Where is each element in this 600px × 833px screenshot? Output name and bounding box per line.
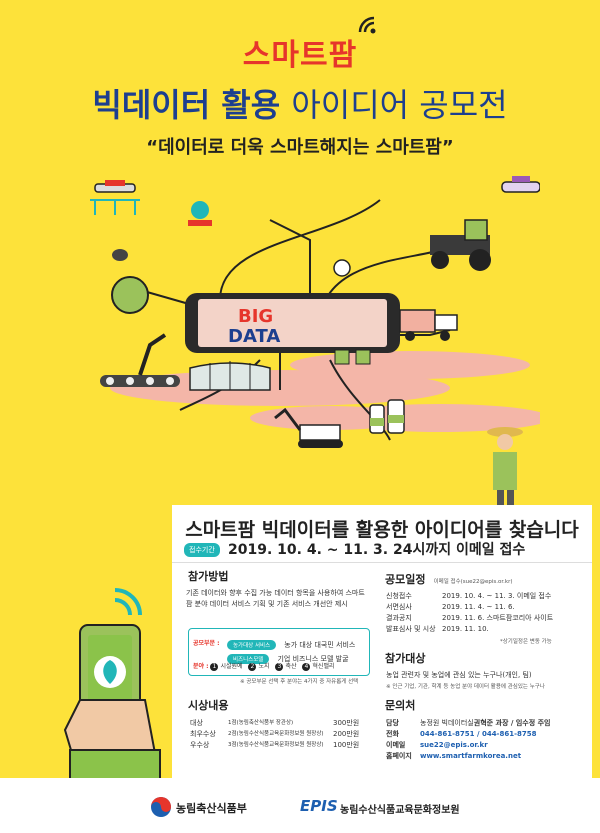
contact-row-1: 담당 농정원 빅데이터실 권혁준 과장 / 임수정 주임 [386,718,591,729]
category-box: 공모부문 : 농가대상 서비스 농가 대상 대국민 서비스 비즈니스모델 기업 … [188,628,370,676]
schedule-row-4: 발표심사 및 시상 2019. 11. 10. [386,624,586,635]
robot-arm-icon [100,333,180,387]
award-detail-3: 3점(농림수산식품교육문화정보원 원장상) [228,742,324,748]
award-row-1: 대상 1점(농림축산식품부 장관상) 300만원 [190,718,370,729]
contact-value-3[interactable]: sue22@epis.or.kr [420,741,488,749]
field-num-1: 1 [210,663,219,671]
drone-left [90,180,140,215]
contact-label-3: 이메일 [386,741,406,749]
award-amount-1: 300만원 [333,719,360,727]
awards-table: 대상 1점(농림축산식품부 장관상) 300만원 최우수상 2점(농림수산식품교… [190,718,370,751]
awards-title: 시상내용 [188,699,229,712]
part-badge-2: 비즈니스모델 [227,654,270,664]
field-text-4: 혁신밸리 [312,663,335,670]
part-text-1: 농가 대상 대국민 서비스 [284,641,356,649]
greenhouse-icon [189,361,271,391]
schedule-label-3: 결과공지 [386,614,412,622]
field-num-2: 2 [248,663,257,671]
excavator-icon [274,407,343,448]
footer-epis-logo: EPIS [300,797,338,815]
schedule-value-2: 2019. 11. 4. ~ 11. 6. [442,603,515,611]
farmer-icon [487,427,523,505]
schedule-label-2: 서면심사 [386,603,412,611]
award-row-2: 최우수상 2점(농림수산식품교육문화정보원 원장상) 200만원 [190,729,370,740]
contact-value-1: 권혁준 과장 / 임수정 주임 [473,719,551,727]
schedule-header: 공모일정 이메일 접수(sue22@epis.or.kr) [385,568,585,587]
field-num-3: 3 [275,663,284,671]
method-title: 참가방법 [188,570,229,583]
award-amount-2: 200만원 [333,730,360,738]
contact-label-2: 전화 [386,730,399,738]
footer-org1: 농림축산식품부 [176,802,247,815]
contact-row-4: 홈페이지 www.smartfarmkorea.net [386,751,591,762]
contact-table: 담당 농정원 빅데이터실 권혁준 과장 / 임수정 주임 전화 044-861-87… [386,718,591,762]
field-text-1: 시설원예 [220,663,243,670]
taegeuk-logo-icon [151,797,171,817]
contact-label-1: 담당 [386,719,399,727]
schedule-note: *상기일정은 변동 가능 [500,639,552,645]
field-num-4: 4 [302,663,311,671]
method-desc: 기존 데이터와 향후 수집 가능 데이터 항목을 사용하여 스마트팜 분야 데이… [186,589,365,608]
part-row-2: 비즈니스모델 기업 비즈니스 모델 발굴 [227,646,349,665]
part-badge-1: 농가대상 서비스 [227,640,277,650]
schedule-title: 공모일정 [385,573,426,586]
page-title: 빅데이터 활용 아이디어 공모전 [0,80,600,126]
period-tag: 접수기간 [184,543,220,557]
milk-bottles-icon [369,399,405,434]
eligibility-note: ※ 인근 기업, 기관, 학계 등 농업 분야 데이터 활용에 관심있는 누구나 [386,684,545,690]
drone-right [501,176,540,193]
contact-prefix-1: 농정원 빅데이터실 [420,719,474,727]
contact-title: 문의처 [385,699,416,712]
tractor-icon [430,219,491,271]
part-text-2: 기업 비즈니스 모델 발굴 [277,655,349,663]
part-label: 공모부문 : [193,640,220,647]
schedule-row-1: 신청접수 2019. 10. 4. ~ 11. 3. 이메일 접수 [386,591,586,602]
schedule-value-4: 2019. 11. 10. [442,625,489,633]
method-note: ※ 공모부문 선택 후 분야는 4가지 중 자유롭게 선택 [240,679,359,685]
big-label: BIG [238,306,273,327]
headline: 스마트팜 빅데이터를 활용한 아이디어를 찾습니다 [185,519,579,541]
slogan: “데이터로 더욱 스마트해지는 스마트팜” [146,137,454,158]
schedule-value-3: 2019. 11. 6. 스마트팜코리아 사이트 [442,614,554,622]
footer: 농림축산식품부 EPIS 농림수산식품교육문화정보원 [0,778,600,833]
schedule-table: 신청접수 2019. 10. 4. ~ 11. 3. 이메일 접수 서면심사 201… [386,591,586,635]
period-text: 2019. 10. 4. ~ 11. 3. 24시까지 이메일 접수 [228,542,526,558]
data-label: DATA [228,326,280,347]
contact-value-4[interactable]: www.smartfarmkorea.net [420,752,522,760]
contact-label-4: 홈페이지 [386,752,412,760]
title-smartfarm: 스마트팜 [242,38,358,73]
award-grade-2: 최우수상 [190,730,216,738]
part-row-1: 농가대상 서비스 농가 대상 대국민 서비스 [227,632,355,651]
award-detail-1: 1점(농림축산식품부 장관상) [228,720,294,726]
award-grade-1: 대상 [190,719,203,727]
divider [172,562,592,563]
wifi-icon [358,16,376,34]
field-label: 분야 : [193,663,209,670]
contact-row-3: 이메일 sue22@epis.or.kr [386,740,591,751]
schedule-label-1: 신청접수 [386,592,412,600]
footer-org2: 농림수산식품교육문화정보원 [340,805,460,816]
award-grade-3: 우수상 [190,741,210,749]
field-text-3: 축산 [285,663,297,670]
bigdata-illustration: BIG DATA [90,176,540,505]
eligibility-text: 농업 관련자 및 농업에 관심 있는 누구나(개인, 팀) [386,671,532,679]
award-detail-2: 2점(농림수산식품교육문화정보원 원장상) [228,731,324,737]
hand-phone-illustration [63,588,162,780]
schedule-label-4: 발표심사 및 시상 [386,625,436,633]
schedule-row-3: 결과공지 2019. 11. 6. 스마트팜코리아 사이트 [386,613,586,624]
title-regular: 아이디어 공모전 [291,86,508,124]
award-amount-3: 100만원 [333,741,360,749]
title-bold: 빅데이터 활용 [92,86,281,124]
truck-icon [399,309,458,341]
schedule-email-note: 이메일 접수(sue22@epis.or.kr) [433,579,513,585]
contact-value-2: 044-861-8751 / 044-861-8758 [420,730,537,738]
field-text-2: 노지 [258,663,270,670]
contact-row-2: 전화 044-861-8751 / 044-861-8758 [386,729,591,740]
eligibility-title: 참가대상 [385,652,426,665]
schedule-row-2: 서면심사 2019. 11. 4. ~ 11. 6. [386,602,586,613]
schedule-value-1: 2019. 10. 4. ~ 11. 3. 이메일 접수 [442,592,552,600]
award-row-3: 우수상 3점(농림수산식품교육문화정보원 원장상) 100만원 [190,740,370,751]
